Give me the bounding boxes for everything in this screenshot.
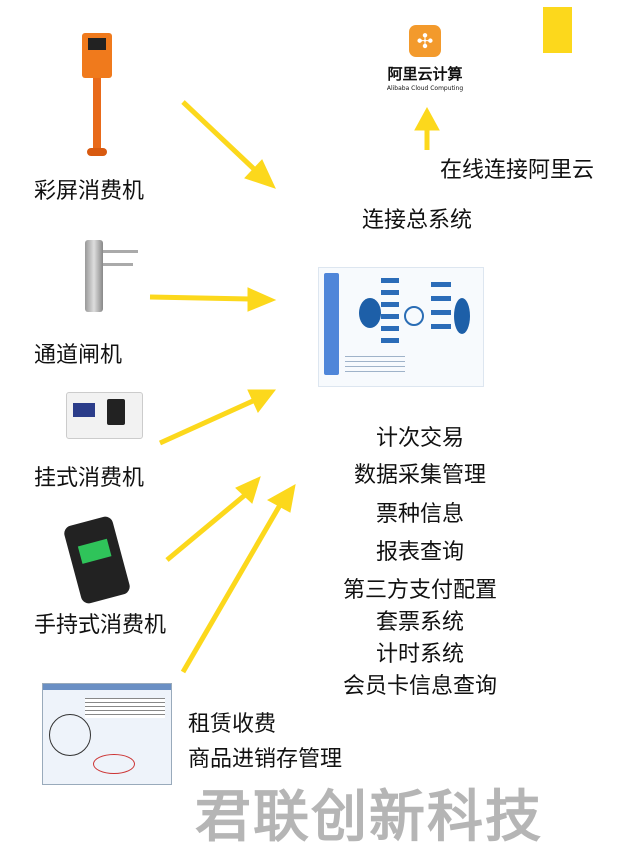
software-screenshot: [42, 683, 172, 785]
yellow-accent-block: [543, 7, 572, 53]
cloud-logo-icon: ✣: [409, 25, 441, 57]
system-label: 连接总系统: [362, 208, 473, 233]
system-nodes-right: [431, 282, 451, 338]
software-feature: 商品进销存管理: [188, 747, 343, 772]
cloud-connect-label: 在线连接阿里云: [440, 158, 595, 183]
system-screenshot: [318, 267, 484, 387]
device-label: 手持式消费机: [34, 613, 167, 638]
arrow-software: [180, 484, 296, 674]
feature-item: 套票系统: [375, 610, 464, 635]
device-label: 通道闸机: [34, 343, 123, 368]
feature-item: 报表查询: [375, 540, 464, 565]
logo-subtitle: Alibaba Cloud Computing: [386, 85, 464, 92]
turnstile-icon: [70, 235, 140, 315]
arrow-device-1: [181, 100, 276, 189]
alibaba-cloud-logo: ✣ 阿里云计算 Alibaba Cloud Computing: [385, 25, 465, 92]
wall-terminal-icon: [66, 392, 143, 439]
logo-name: 阿里云计算: [387, 65, 463, 83]
arrow-device-2: [149, 287, 277, 312]
system-nodes-left: [381, 278, 399, 350]
arrow-up: [414, 106, 440, 150]
software-feature: 租赁收费: [188, 712, 277, 737]
pole-terminal-icon: [82, 33, 112, 158]
system-hub-left: [359, 298, 381, 328]
feature-item: 票种信息: [375, 502, 464, 527]
device-label: 挂式消费机: [34, 466, 145, 491]
feature-item: 数据采集管理: [353, 463, 486, 488]
device-label: 彩屏消费机: [34, 179, 145, 204]
arrow-device-3: [158, 389, 277, 446]
feature-item: 会员卡信息查询: [342, 674, 497, 699]
system-hub-center: [404, 306, 424, 326]
system-title-bar: [324, 273, 339, 375]
system-text-block: [345, 356, 405, 376]
feature-item: 第三方支付配置: [342, 578, 497, 603]
feature-item: 计次交易: [375, 426, 464, 451]
feature-item: 计时系统: [375, 642, 464, 667]
watermark: 君联创新科技: [195, 785, 543, 850]
arrow-device-4: [165, 476, 261, 562]
system-hub-right: [454, 298, 470, 334]
